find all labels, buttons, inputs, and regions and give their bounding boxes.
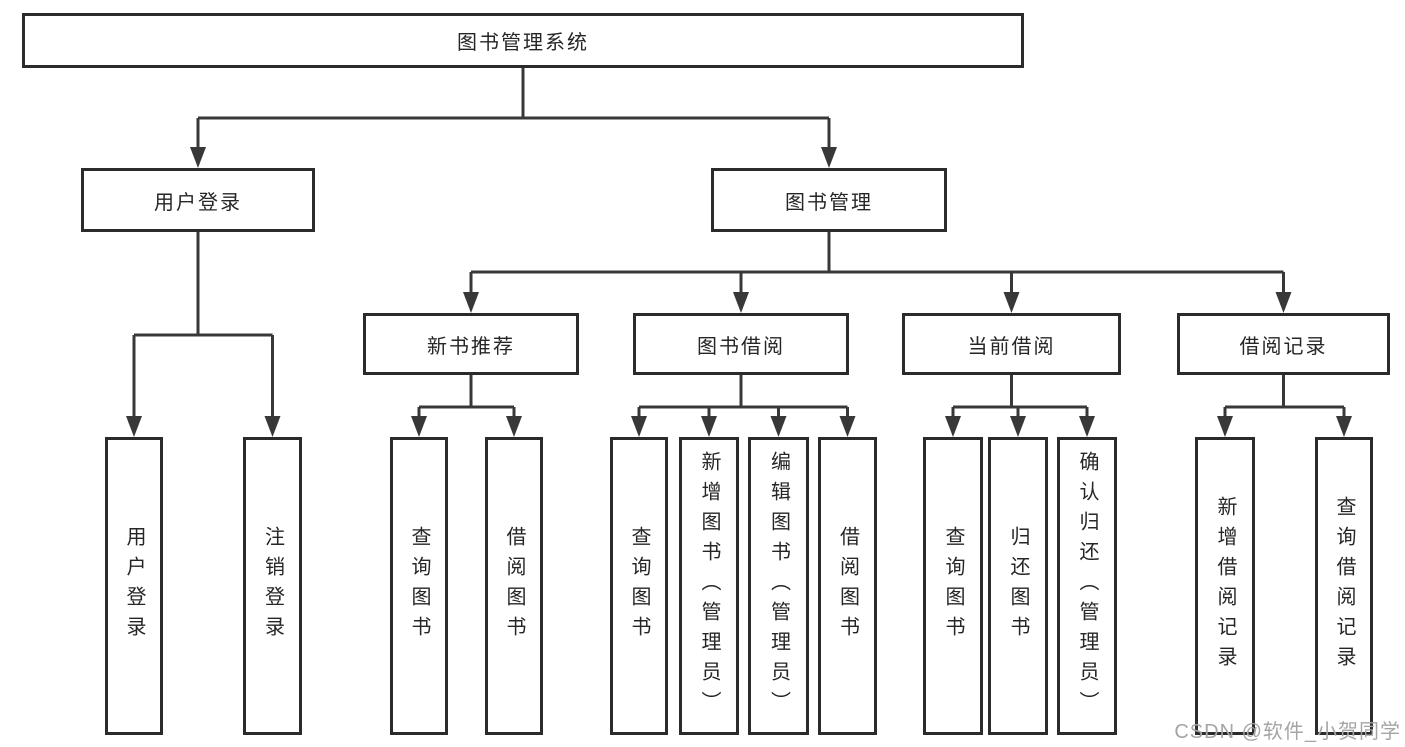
node-label: 借阅图书 <box>503 526 525 646</box>
node-label: 注销登录 <box>261 526 284 646</box>
node-root: 图书管理系统 <box>22 13 1024 68</box>
node-label: 查询图书 <box>628 526 650 646</box>
node-label: 图书借阅 <box>697 335 785 358</box>
node-add-borrowing-record: 新增借阅记录 <box>1195 437 1255 735</box>
node-confirm-return-admin: 确认归还（管理员） <box>1057 437 1117 735</box>
watermark: CSDN @软件_小贺同学 <box>1174 721 1401 743</box>
node-query-books-borrowing: 查询图书 <box>610 437 668 735</box>
node-label: 新增图书（管理员） <box>698 451 720 721</box>
node-query-books-current: 查询图书 <box>923 437 983 735</box>
node-label: 确认归还（管理员） <box>1076 451 1098 721</box>
node-borrow-books-borrowing: 借阅图书 <box>818 437 877 735</box>
node-label: 借阅图书 <box>836 526 859 646</box>
node-label: 图书管理系统 <box>457 32 589 54</box>
node-label: 新书推荐 <box>427 335 515 358</box>
node-add-books-admin: 新增图书（管理员） <box>679 437 739 735</box>
node-label: 用户登录 <box>154 191 242 214</box>
node-book-borrowing: 图书借阅 <box>633 313 849 375</box>
node-user-login: 用户登录 <box>81 168 315 232</box>
node-borrow-books-recommend: 借阅图书 <box>485 437 543 735</box>
node-label: 查询图书 <box>408 526 430 646</box>
node-label: 编辑图书（管理员） <box>767 451 790 721</box>
node-label: 归还图书 <box>1007 526 1029 646</box>
node-new-book-recommend: 新书推荐 <box>363 313 579 375</box>
node-logout-action: 注销登录 <box>243 437 302 735</box>
node-return-books: 归还图书 <box>988 437 1048 735</box>
node-label: 用户登录 <box>123 526 145 646</box>
node-book-management: 图书管理 <box>711 168 947 232</box>
node-label: 查询图书 <box>942 526 964 646</box>
node-borrowing-records: 借阅记录 <box>1177 313 1390 375</box>
node-label: 图书管理 <box>785 191 873 214</box>
node-label: 新增借阅记录 <box>1214 496 1236 676</box>
node-query-borrowing-record: 查询借阅记录 <box>1315 437 1373 735</box>
node-user-login-action: 用户登录 <box>105 437 163 735</box>
node-query-books-recommend: 查询图书 <box>390 437 448 735</box>
node-label: 当前借阅 <box>967 335 1056 358</box>
node-label: 借阅记录 <box>1239 335 1328 358</box>
node-current-borrowing: 当前借阅 <box>902 313 1121 375</box>
node-edit-books-admin: 编辑图书（管理员） <box>748 437 809 735</box>
node-label: 查询借阅记录 <box>1333 496 1355 676</box>
